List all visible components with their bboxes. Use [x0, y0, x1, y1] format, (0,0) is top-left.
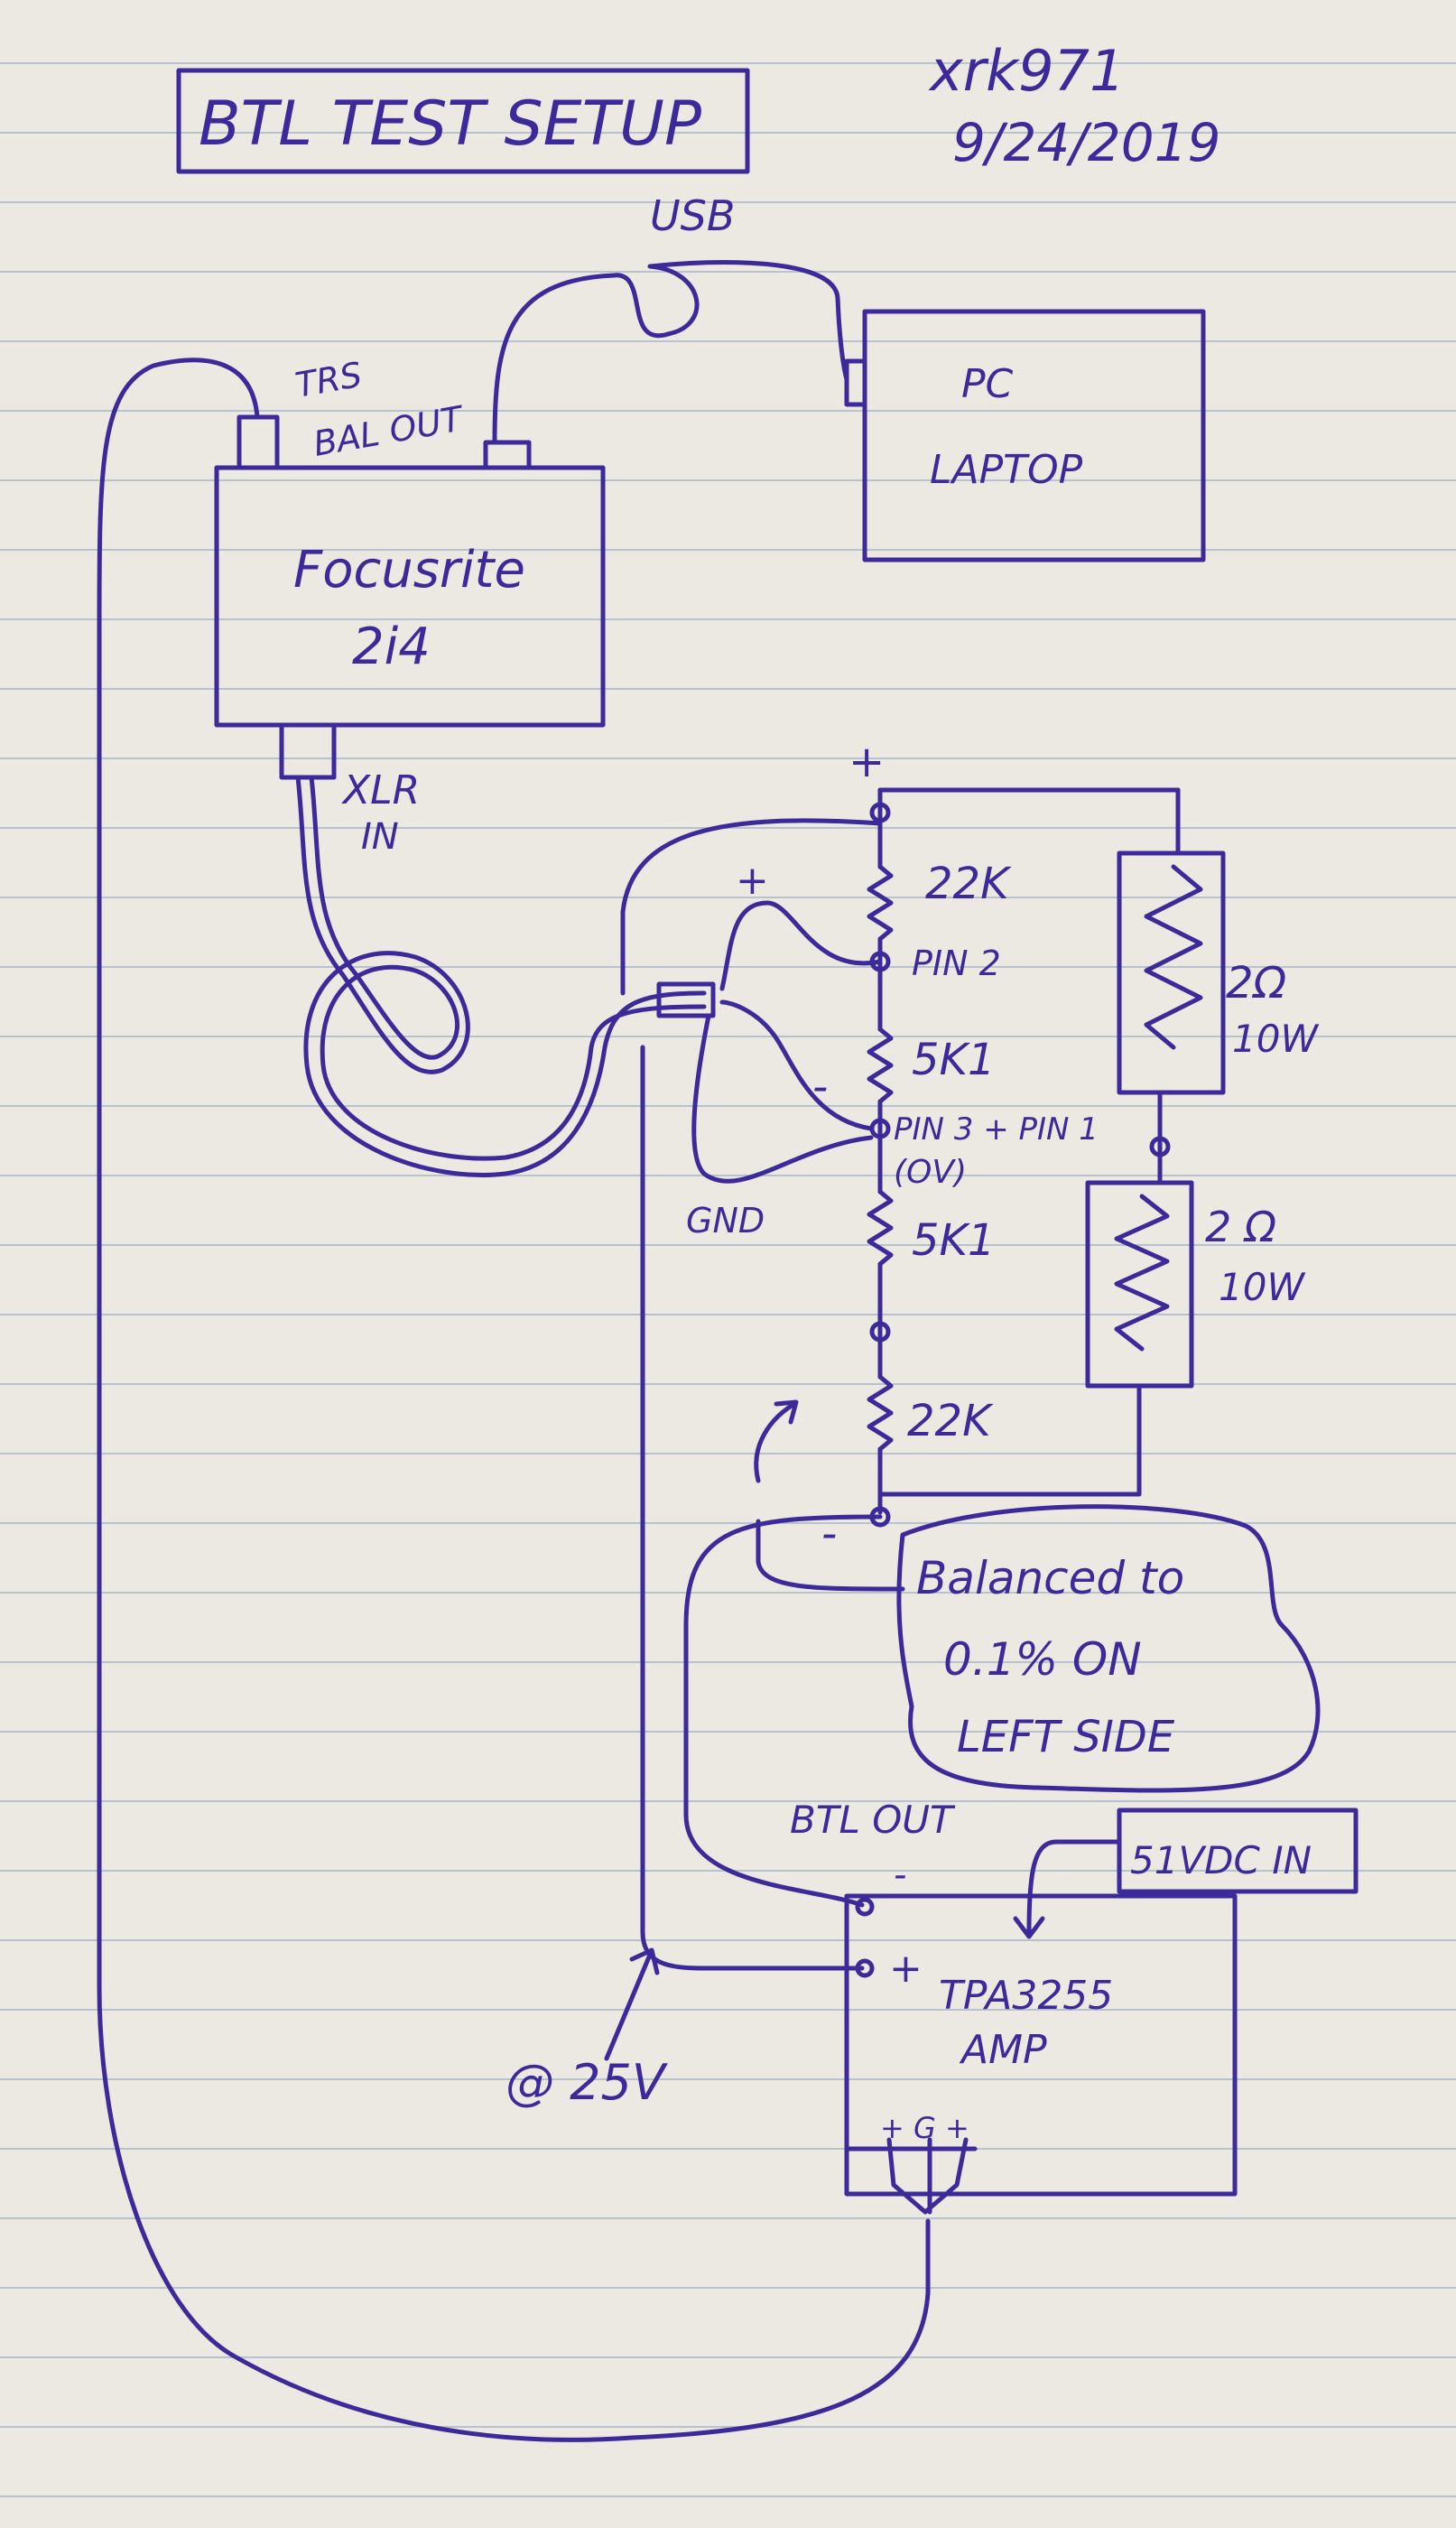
balance-arrow [754, 1401, 797, 1483]
amp-plus-terminal [855, 1958, 875, 1978]
wire-amp-minus [683, 1514, 883, 1908]
focusrite-box [214, 465, 606, 728]
pc-label-1: PC [961, 361, 1014, 407]
wire-amp-plus-down [640, 1045, 865, 1971]
focusrite-label-2: 2i4 [352, 618, 431, 676]
trs-label-2: BAL OUT [311, 398, 468, 464]
amp-minus-label: - [894, 1854, 906, 1896]
trs-label-1: TRS [292, 355, 365, 405]
minus-input: - [812, 1062, 828, 1112]
wire-pin2 [719, 900, 883, 991]
power-resistor-2-power: 10W [1219, 1265, 1305, 1309]
note-line-2: 0.1% ON [943, 1633, 1142, 1686]
xlr-label-1: XLR [341, 767, 420, 813]
focusrite-usb-port [483, 440, 532, 470]
resistor-5k1-lower-label: 5K1 [912, 1215, 996, 1266]
pin2-label: PIN 2 [912, 943, 1001, 983]
amp-label-1: TPA3255 [939, 1973, 1113, 2019]
pc-usb-port [844, 358, 867, 407]
author-text: xrk971 [928, 38, 1125, 104]
amp-bottom-leads [886, 2137, 969, 2215]
power-resistor-1-power: 10W [1232, 1017, 1319, 1061]
node-top [869, 802, 891, 823]
cable-breakout [656, 981, 716, 1018]
note-line-1: Balanced to [916, 1552, 1184, 1604]
trs-connector [236, 414, 280, 470]
usb-label: USB [650, 191, 735, 240]
amp-minus-terminal [855, 1897, 875, 1917]
power-resistor-2-value: 2 Ω [1205, 1203, 1276, 1251]
date-text: 9/24/2019 [952, 112, 1220, 173]
wire-gnd [691, 1013, 874, 1184]
plus-top: + [849, 737, 885, 787]
resistor-5k1-upper-label: 5K1 [912, 1035, 996, 1085]
usb-cable [492, 260, 849, 445]
minus-bottom: - [821, 1509, 837, 1559]
note-line-3: LEFT SIDE [957, 1712, 1175, 1762]
xlr-cable [295, 775, 707, 1177]
focusrite-label-1: Focusrite [293, 541, 525, 599]
pc-laptop-box [862, 309, 1206, 562]
title-text: BTL TEST SETUP [199, 88, 701, 160]
power-resistor-2 [1114, 1194, 1170, 1352]
trs-cable [97, 358, 931, 2442]
supply-label: 51VDC IN [1130, 1838, 1312, 1882]
btl-out-label: BTL OUT [790, 1798, 956, 1842]
amp-label-2: AMP [959, 2027, 1047, 2073]
resistor-5k1-lower [867, 1189, 894, 1294]
amp-bottom-label: + G + [880, 2111, 969, 2145]
amp-box [844, 1893, 1238, 2197]
power-resistor-1 [1144, 864, 1203, 1050]
voltage-arrow [604, 1952, 653, 2061]
wire-amp-plus [620, 818, 883, 996]
ov-label: (OV) [894, 1154, 967, 1191]
balance-pointer [756, 1519, 905, 1592]
power-resistor-2-body [1085, 1180, 1194, 1389]
title-box [176, 68, 750, 174]
note-cloud [896, 1504, 1321, 1793]
resistor-5k1-upper [867, 1027, 894, 1131]
wire-pin3 [719, 999, 874, 1131]
power-resistor-1-body [1117, 850, 1226, 1095]
amp-plus-label: + [889, 1946, 923, 1992]
xlr-connector [279, 722, 337, 780]
gnd-label: GND [686, 1201, 765, 1241]
node-mid-lower [869, 1321, 891, 1343]
supply-box [1117, 1808, 1359, 1894]
pin3-label: PIN 3 + PIN 1 [894, 1111, 1099, 1148]
xlr-cable-inner [309, 775, 707, 1161]
plus-input: + [736, 858, 769, 904]
xlr-label-2: IN [361, 816, 399, 858]
pc-label-2: LAPTOP [930, 447, 1083, 493]
resistor-22k-top [867, 864, 894, 964]
power-resistor-1-value: 2Ω [1226, 958, 1287, 1008]
supply-wire [1026, 1839, 1122, 1935]
voltage-note: @ 25V [505, 2054, 669, 2111]
resistor-22k-top-label: 22K [925, 859, 1012, 909]
resistor-22k-bottom [867, 1374, 894, 1479]
resistor-22k-bottom-label: 22K [907, 1396, 994, 1446]
